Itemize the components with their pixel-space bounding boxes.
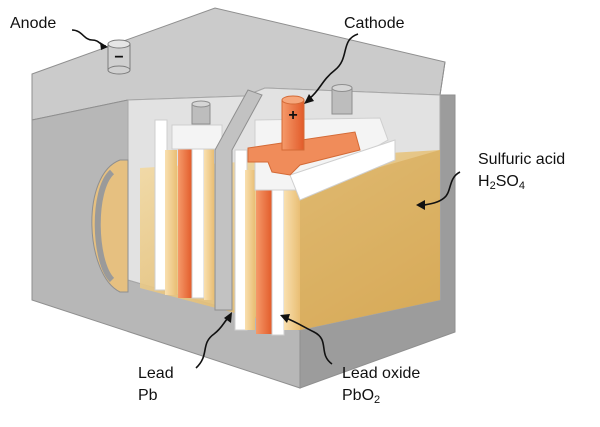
lead-oxide-label: Lead oxide — [342, 364, 420, 384]
lead-symbol: Pb — [138, 386, 158, 406]
lead-plate — [284, 180, 300, 330]
anode-terminal: − — [108, 40, 130, 74]
anode-sign: − — [114, 49, 123, 66]
left-cell — [155, 101, 222, 300]
lead-oxide-plate — [256, 172, 272, 334]
sulfuric-acid-formula: H2SO4 — [478, 172, 525, 192]
lead-plate — [165, 150, 177, 295]
lead-oxide-plate — [178, 148, 192, 298]
lead-oxide-formula: PbO2 — [342, 386, 380, 406]
anode-label: Anode — [10, 14, 56, 34]
lead-label: Lead — [138, 364, 174, 384]
lead-plate — [204, 140, 214, 300]
lead-plate — [245, 170, 255, 330]
cathode-sign: + — [288, 107, 297, 124]
sulfuric-acid-label: Sulfuric acid — [478, 150, 565, 170]
separator-plate — [272, 170, 284, 335]
cathode-label: Cathode — [344, 14, 405, 34]
